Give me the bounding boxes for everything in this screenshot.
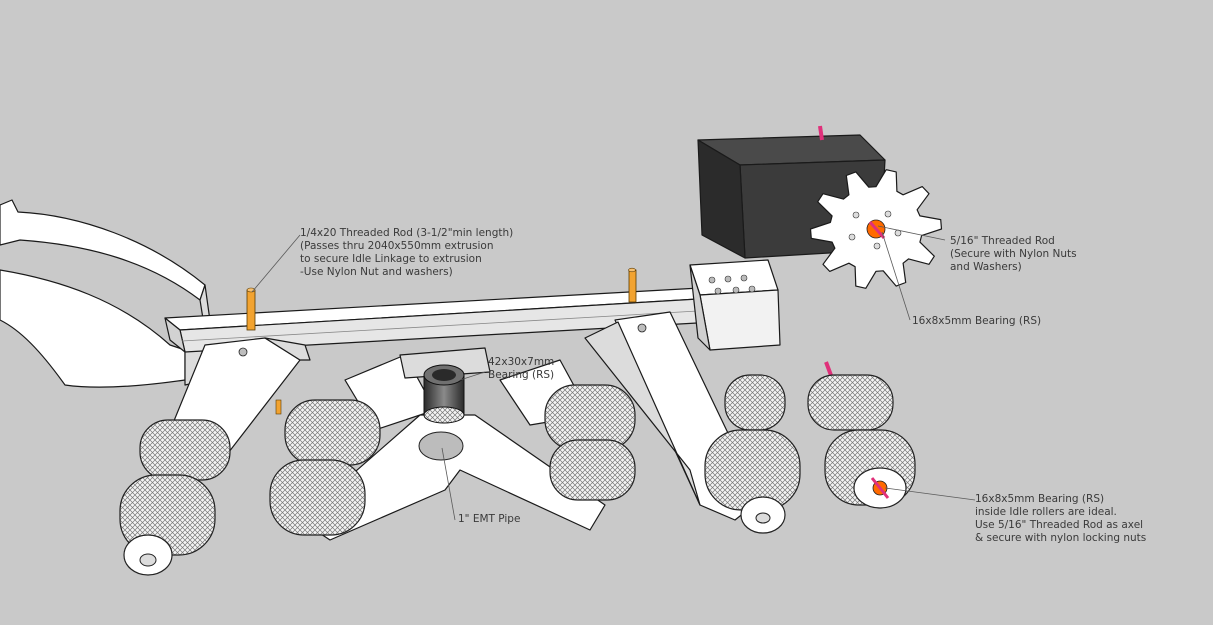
callout-line: 1/4x20 Threaded Rod (3-1/2"min length) [300,227,514,239]
callout-line: 16x8x5mm Bearing (RS) [975,493,1105,505]
callout-line: to secure Idle Linkage to extrusion [300,253,482,265]
rollers-center-left [269,399,381,536]
callout-line: 16x8x5mm Bearing (RS) [912,315,1042,327]
callout-line: 5/16" Threaded Rod [950,235,1055,247]
left-curved-arm [0,199,213,388]
leader-lines [251,225,976,521]
idle-roller-detail [807,361,916,509]
drive-sprocket [809,169,943,289]
callout-bearing-sprocket: 16x8x5mm Bearing (RS) [912,315,1041,328]
callout-line: & secure with nylon locking nuts [975,532,1147,544]
callout-line: (Passes thru 2040x550mm extrusion [300,240,494,252]
pivot-bearing [423,364,465,424]
callout-line: -Use Nylon Nut and washers) [300,266,453,278]
callout-line: Use 5/16" Threaded Rod as axel [975,519,1144,531]
sprocket-mount-block [689,259,781,351]
callout-line: inside Idle rollers are ideal. [975,506,1117,518]
callout-threaded-rod-quarter: 1/4x20 Threaded Rod (3-1/2"min length) (… [300,227,513,279]
callout-line: and Washers) [950,261,1022,273]
callout-line: 42x30x7mm [488,356,555,368]
callout-line: 1" EMT Pipe [458,513,521,525]
rollers-center-right [544,384,636,501]
callout-threaded-rod-5-16: 5/16" Threaded Rod (Secure with Nylon Nu… [950,235,1077,274]
callout-bearing-pivot: 42x30x7mm Bearing (RS) [488,356,554,382]
rollers-right [704,374,801,534]
callout-bearing-idler: 16x8x5mm Bearing (RS) inside Idle roller… [975,493,1146,545]
callout-emt-pipe: 1" EMT Pipe [458,513,520,526]
threaded-rod-quarter-left [246,287,282,415]
callout-line: (Secure with Nylon Nuts [950,248,1077,260]
rollers-left [119,419,231,576]
callout-line: Bearing (RS) [488,369,555,381]
